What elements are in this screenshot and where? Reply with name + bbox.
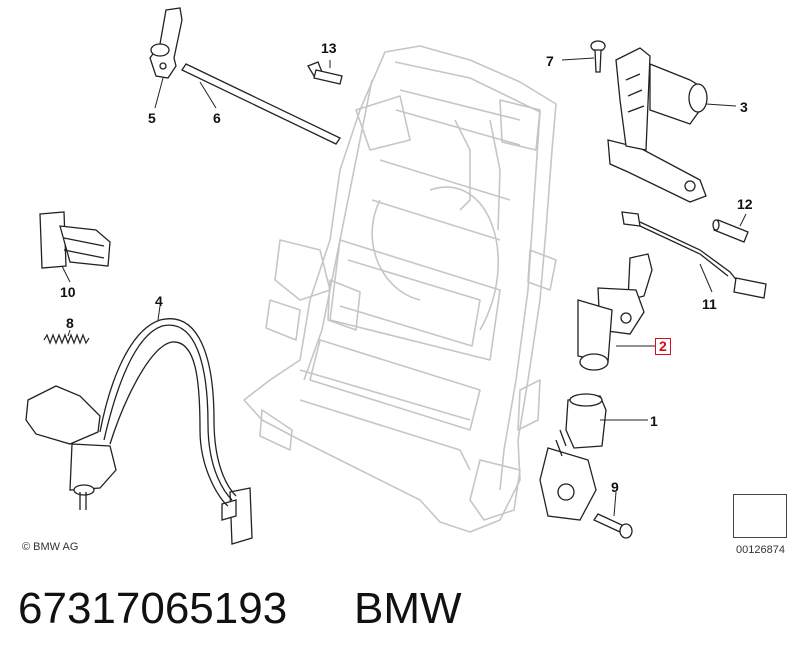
callout-1: 1: [650, 413, 658, 429]
part-13-screw: [307, 61, 343, 85]
parts-diagram: [25, 7, 777, 545]
callout-11: 11: [702, 296, 717, 312]
callout-2-highlighted: 2: [655, 338, 671, 355]
part-6-rod: [181, 63, 341, 145]
callout-12: 12: [737, 196, 753, 212]
part-12-connector: [712, 219, 749, 243]
reference-number: 00126874: [736, 544, 785, 556]
part-7-screw: [590, 40, 606, 73]
callout-7: 7: [546, 53, 554, 69]
part-number: 67317065193: [18, 584, 288, 633]
reference-box: [733, 494, 787, 538]
part-9-bolt: [593, 513, 633, 539]
part-2-motor: [577, 253, 653, 371]
part-1-gear-motor: [539, 393, 607, 521]
part-5-t-handle: [149, 7, 183, 79]
part-10-bracket: [39, 211, 111, 269]
callout-6: 6: [213, 110, 221, 126]
seat-frame: [243, 45, 557, 533]
callout-4: 4: [155, 293, 163, 309]
callout-10: 10: [60, 284, 76, 300]
part-4-cable-drive: [25, 318, 253, 545]
part-8-spring: [43, 333, 90, 345]
callout-3: 3: [740, 99, 748, 115]
part-3-motor-bracket: [607, 47, 708, 203]
callout-5: 5: [148, 110, 156, 126]
callout-13: 13: [321, 40, 337, 56]
brand-name: BMW: [354, 584, 462, 633]
callout-8: 8: [66, 315, 74, 331]
callout-9: 9: [611, 479, 619, 495]
copyright-notice: © BMW AG: [22, 541, 79, 553]
leader-lines: [61, 57, 747, 517]
part-11-wire-harness: [621, 211, 767, 299]
